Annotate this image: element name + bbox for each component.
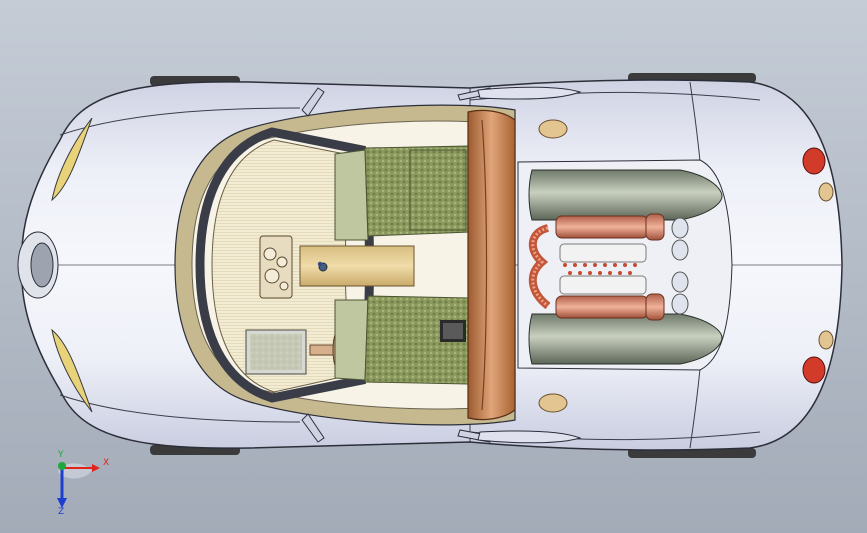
center-console (299, 245, 415, 287)
instrument-cluster (259, 235, 293, 299)
windscreen-frame (195, 127, 374, 403)
front-intake (17, 231, 59, 299)
intake-top (528, 169, 723, 221)
side-scoop-top (477, 86, 582, 100)
fuel-cap-bottom (538, 393, 568, 413)
handbrake-icon (317, 261, 323, 267)
coordinate-triad[interactable] (57, 462, 100, 508)
side-scoop-bottom (477, 430, 582, 444)
seats (334, 145, 471, 385)
headlight-right (51, 328, 93, 413)
y-axis-dot (58, 462, 66, 470)
z-axis-label: Z (58, 507, 65, 517)
x-axis-label: X (103, 458, 110, 468)
headlight-left (51, 117, 93, 202)
fuel-cap-top (538, 119, 568, 139)
y-axis-label: Y (58, 450, 64, 460)
exhaust-system (529, 213, 689, 321)
intake-bottom (528, 313, 723, 365)
firewall (467, 109, 516, 421)
taillights (802, 147, 834, 384)
